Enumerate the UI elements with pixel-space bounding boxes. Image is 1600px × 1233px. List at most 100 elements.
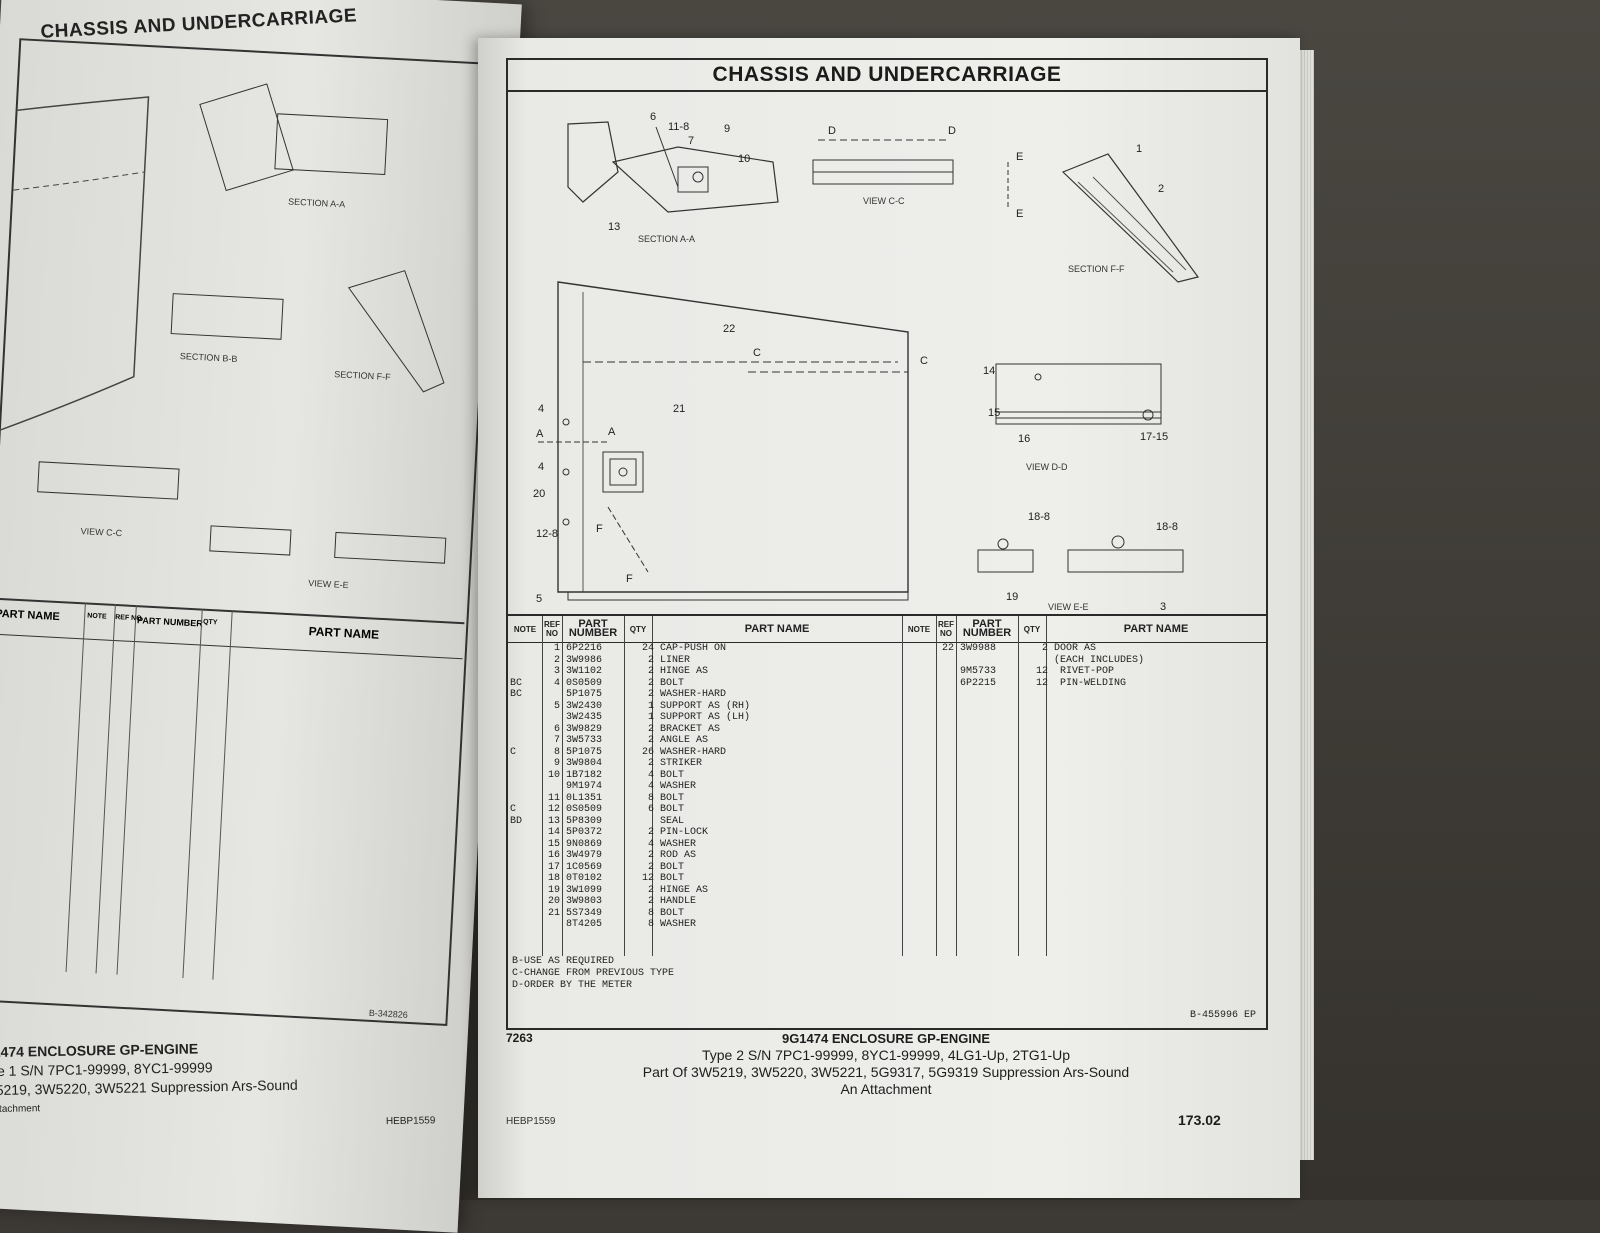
cell-part: 6P2215 xyxy=(960,677,997,689)
cell-part: 3W2435 xyxy=(566,712,603,723)
callout-5: 5 xyxy=(536,593,542,605)
label-section-aa: SECTION A-A xyxy=(638,234,695,244)
cell-ref: 16 xyxy=(547,850,560,861)
th-part-number-right: PART NUMBER xyxy=(962,618,1012,639)
left-label-section-aa: SECTION A-A xyxy=(288,196,345,209)
th-part-number-left: PART NUMBER xyxy=(568,618,618,639)
cell-part: 1C0569 xyxy=(566,861,603,873)
left-th-note: NOTE xyxy=(87,612,107,621)
view-cc-drawing: D D E E VIEW C-C xyxy=(812,125,1023,220)
drawing-ref-code: B-455996 EP xyxy=(1189,1010,1256,1021)
table-col-line xyxy=(562,616,563,956)
cell-name: RIVET-POP xyxy=(1054,666,1115,677)
cell-part: 1B7182 xyxy=(566,769,603,781)
cell-part: 9M1974 xyxy=(566,781,603,792)
left-label-view-cc: VIEW C-C xyxy=(80,526,122,538)
cell-part: 9M5733 xyxy=(960,666,997,677)
callout-e-2: E xyxy=(1016,208,1023,220)
cell-part: 3W1099 xyxy=(566,884,603,896)
cell-qty: 8 xyxy=(647,919,654,930)
cell-qty: 1 xyxy=(647,700,654,712)
cell-name: SUPPORT AS (RH) xyxy=(660,700,751,712)
cell-name: BOLT xyxy=(660,792,685,804)
cell-name: SEAL xyxy=(660,815,685,827)
parts-table-header: NOTE REF NO PART NUMBER QTY PART NAME NO… xyxy=(508,616,1266,643)
cell-part: 5P1075 xyxy=(566,689,603,700)
callout-21: 21 xyxy=(673,403,685,415)
label-view-ee: VIEW E-E xyxy=(1048,602,1089,612)
footer-page-code: 7263 xyxy=(506,1031,533,1045)
table-row: (EACH INCLUDES) xyxy=(902,655,1282,667)
callout-4-b: 4 xyxy=(538,461,544,473)
cell-ref: 11 xyxy=(547,792,560,804)
cell-qty: 2 xyxy=(647,884,654,896)
cell-qty: 2 xyxy=(647,654,654,666)
callout-22: 22 xyxy=(723,323,735,335)
callout-d-2: D xyxy=(948,125,956,137)
table-col-line xyxy=(936,616,937,956)
cell-qty: 2 xyxy=(647,861,654,873)
note-line: B-USE AS REQUIRED xyxy=(512,956,615,967)
cell-name: BOLT xyxy=(660,804,685,815)
cell-name: BOLT xyxy=(660,907,685,919)
cell-note: C xyxy=(510,746,517,758)
cell-ref: 21 xyxy=(547,907,560,919)
cell-part: 3W5733 xyxy=(566,735,603,746)
th-part-name-right: PART NAME xyxy=(1123,622,1189,635)
cell-ref: 19 xyxy=(547,884,560,896)
left-page-title: CHASSIS AND UNDERCARRIAGE xyxy=(39,5,358,43)
callout-e-1: E xyxy=(1016,151,1023,163)
cell-ref: 12 xyxy=(547,804,560,815)
cell-name: PIN-WELDING xyxy=(1054,677,1127,689)
th-part-name-left: PART NAME xyxy=(744,622,810,635)
th-ref-right: REF NO xyxy=(938,620,954,638)
parts-table: NOTE REF NO PART NUMBER QTY PART NAME NO… xyxy=(508,614,1266,956)
cell-note: C xyxy=(510,804,517,815)
cell-name: SUPPORT AS (LH) xyxy=(660,712,751,723)
cell-part: 3W4979 xyxy=(566,850,603,861)
cell-qty: 2 xyxy=(647,723,654,735)
cell-qty: 24 xyxy=(641,643,654,654)
callout-16: 16 xyxy=(1018,433,1030,445)
cell-part: 3W9803 xyxy=(566,896,603,907)
cell-ref: 17 xyxy=(547,861,560,873)
cell-part: 8T4205 xyxy=(566,919,603,930)
cell-part: 0L1351 xyxy=(566,792,603,804)
callout-14: 14 xyxy=(983,365,995,377)
cell-part: 9N0869 xyxy=(566,838,603,850)
cell-note: BC xyxy=(510,689,523,700)
cell-part: 3W9804 xyxy=(566,758,603,769)
cell-qty: 4 xyxy=(647,769,654,781)
left-label-section-ff: SECTION F-F xyxy=(334,369,391,382)
th-qty-left: QTY xyxy=(629,624,647,634)
page-title: CHASSIS AND UNDERCARRIAGE xyxy=(712,63,1062,86)
cell-part: 5P0372 xyxy=(566,827,603,838)
cell-part: 3W9988 xyxy=(960,643,997,654)
callout-d-1: D xyxy=(828,125,836,137)
cell-part: 3W9829 xyxy=(566,723,603,735)
cell-qty: 12 xyxy=(1035,677,1048,689)
cell-ref: 3 xyxy=(553,666,560,677)
cell-qty: 1 xyxy=(647,712,654,723)
table-row: 6P2215 12 PIN-WELDING xyxy=(902,678,1282,690)
th-note-left: NOTE xyxy=(513,624,537,634)
callout-a-2: A xyxy=(608,426,616,438)
cell-ref: 14 xyxy=(547,827,560,838)
cell-qty: 12 xyxy=(641,873,654,884)
th-ref-left: REF NO xyxy=(544,620,560,638)
callout-7: 7 xyxy=(688,135,694,147)
cell-qty: 2 xyxy=(1041,643,1048,654)
